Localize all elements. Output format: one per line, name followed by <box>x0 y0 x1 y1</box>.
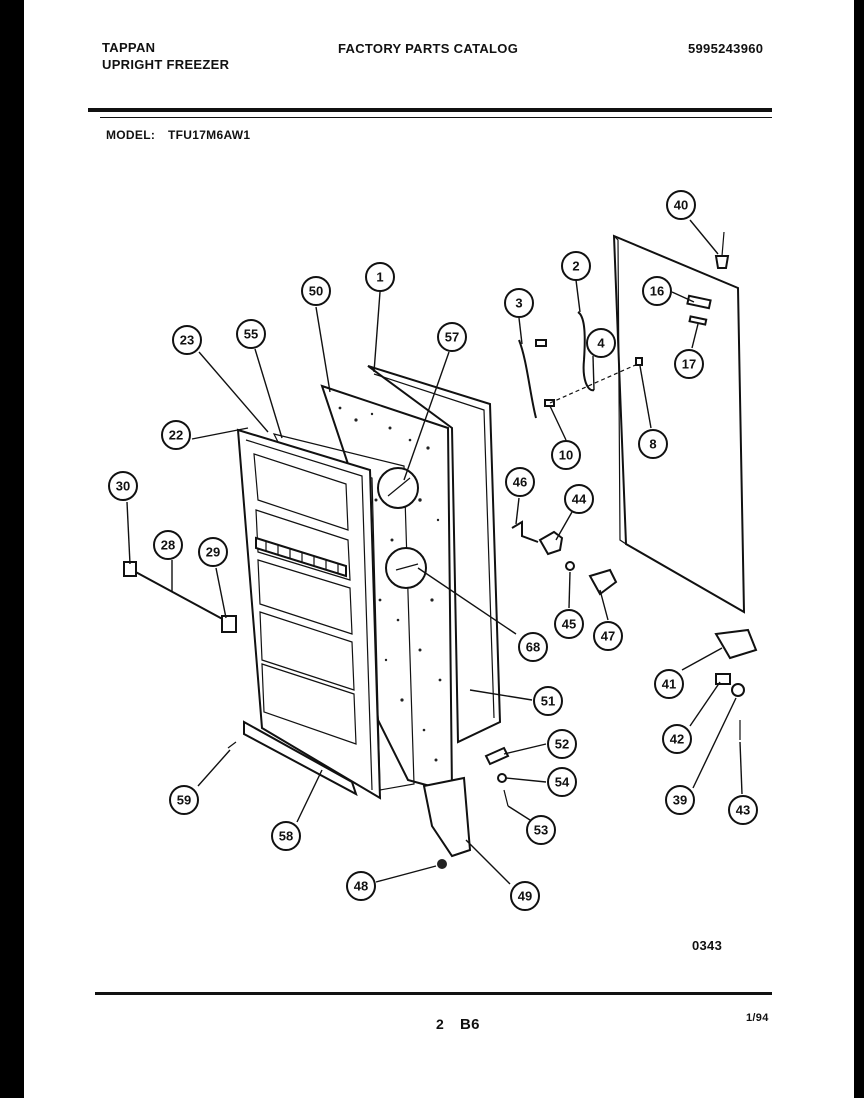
product-name: UPRIGHT FREEZER <box>102 57 230 72</box>
drawing-code: 0343 <box>692 938 723 953</box>
callout-47: 47 <box>593 621 623 651</box>
callout-3: 3 <box>504 288 534 318</box>
svg-text:52: 52 <box>555 737 569 752</box>
callout-16: 16 <box>642 276 672 306</box>
svg-text:42: 42 <box>670 732 684 747</box>
callout-53: 53 <box>526 815 556 845</box>
callout-1: 1 <box>365 262 395 292</box>
svg-text:43: 43 <box>736 803 750 818</box>
callout-23: 23 <box>172 325 202 355</box>
callout-8: 8 <box>638 429 668 459</box>
detail-circle-lower <box>385 547 427 589</box>
callout-41: 41 <box>654 669 684 699</box>
svg-text:48: 48 <box>354 879 368 894</box>
svg-text:2: 2 <box>572 259 579 274</box>
svg-text:30: 30 <box>116 479 130 494</box>
section-code: B6 <box>460 1016 480 1033</box>
catalog-title: FACTORY PARTS CATALOG <box>338 41 519 56</box>
svg-text:49: 49 <box>518 889 532 904</box>
svg-text:22: 22 <box>169 428 183 443</box>
callout-44: 44 <box>564 484 594 514</box>
outer-door-panel <box>612 234 746 614</box>
svg-text:41: 41 <box>662 677 676 692</box>
svg-text:1: 1 <box>376 270 383 285</box>
brand-name: TAPPAN <box>102 40 156 55</box>
model-label: MODEL: <box>106 128 156 142</box>
callout-10: 10 <box>551 440 581 470</box>
footer-rule <box>95 992 772 995</box>
callout-30: 30 <box>108 471 138 501</box>
callout-4: 4 <box>586 328 616 358</box>
callout-39: 39 <box>665 785 695 815</box>
page-number: 2 <box>436 1016 445 1032</box>
svg-text:59: 59 <box>177 793 191 808</box>
svg-text:54: 54 <box>555 775 570 790</box>
header-rule <box>88 108 772 112</box>
svg-text:29: 29 <box>206 545 220 560</box>
door-liner <box>236 428 382 800</box>
revision-date: 1/94 <box>746 1012 769 1024</box>
callout-42: 42 <box>662 724 692 754</box>
svg-text:17: 17 <box>682 357 696 372</box>
callout-22: 22 <box>161 420 191 450</box>
callout-45: 45 <box>554 609 584 639</box>
callout-28: 28 <box>153 530 183 560</box>
svg-text:68: 68 <box>526 640 540 655</box>
svg-text:4: 4 <box>597 336 605 351</box>
header-rule-thin <box>100 117 772 118</box>
callout-2: 2 <box>561 251 591 281</box>
callout-51: 51 <box>533 686 563 716</box>
svg-text:46: 46 <box>513 475 527 490</box>
callout-43: 43 <box>728 795 758 825</box>
svg-text:55: 55 <box>244 327 258 342</box>
svg-text:40: 40 <box>674 198 688 213</box>
handle-parts <box>518 231 730 419</box>
callout-57: 57 <box>437 322 467 352</box>
svg-text:44: 44 <box>572 492 587 507</box>
callout-50: 50 <box>301 276 331 306</box>
wire-shelf <box>255 536 347 578</box>
svg-text:23: 23 <box>180 333 194 348</box>
svg-text:45: 45 <box>562 617 576 632</box>
callout-54: 54 <box>547 767 577 797</box>
callout-46: 46 <box>505 467 535 497</box>
svg-text:51: 51 <box>541 694 555 709</box>
callout-59: 59 <box>169 785 199 815</box>
callout-29: 29 <box>198 537 228 567</box>
svg-text:8: 8 <box>649 437 656 452</box>
door-shelf-bar <box>123 561 237 633</box>
callout-49: 49 <box>510 881 540 911</box>
svg-text:10: 10 <box>559 448 573 463</box>
model-number: TFU17M6AW1 <box>168 128 251 142</box>
svg-text:39: 39 <box>673 793 687 808</box>
svg-text:50: 50 <box>309 284 323 299</box>
callout-40: 40 <box>666 190 696 220</box>
svg-text:57: 57 <box>445 330 459 345</box>
callout-68: 68 <box>518 632 548 662</box>
callout-48: 48 <box>346 871 376 901</box>
svg-text:16: 16 <box>650 284 664 299</box>
callout-52: 52 <box>547 729 577 759</box>
svg-text:3: 3 <box>515 296 522 311</box>
callout-55: 55 <box>236 319 266 349</box>
catalog-number: 5995243960 <box>688 41 764 56</box>
svg-text:53: 53 <box>534 823 548 838</box>
svg-text:58: 58 <box>279 829 293 844</box>
svg-text:47: 47 <box>601 629 615 644</box>
callout-58: 58 <box>271 821 301 851</box>
svg-text:28: 28 <box>161 538 175 553</box>
leader-lines <box>126 219 743 885</box>
callout-17: 17 <box>674 349 704 379</box>
